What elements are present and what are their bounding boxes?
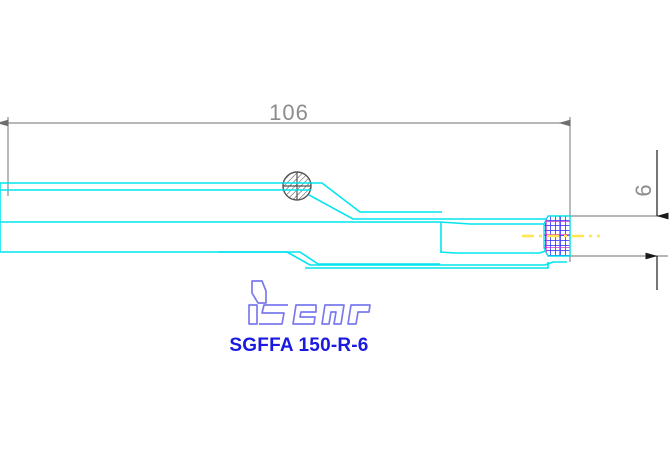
dimension-value-length: 106 [269,100,309,125]
logo-letter-i [248,304,258,325]
body-edge-upper-inner [0,189,567,220]
logo-letter-r [347,304,371,325]
body-edge-upper-outer [0,182,442,213]
logo-letter-s [259,304,288,325]
logo-letter-a [321,304,345,325]
body-edge-tail [305,262,549,269]
iscar-logo [248,280,371,325]
logo-letter-c [292,304,317,325]
part-designation-label: SGFFA 150-R-6 [229,335,368,356]
clamp-screw-head [282,171,312,201]
dimension-overall-length: 106 [0,100,571,262]
body-edge-seat-bottom [439,249,549,254]
tool-body-outline [0,182,567,269]
dimension-value-height: 6 [631,183,656,196]
body-edge-lower-step [218,251,440,265]
logo-accent-mark [251,280,267,304]
dimension-blade-height: 6 [570,150,669,290]
